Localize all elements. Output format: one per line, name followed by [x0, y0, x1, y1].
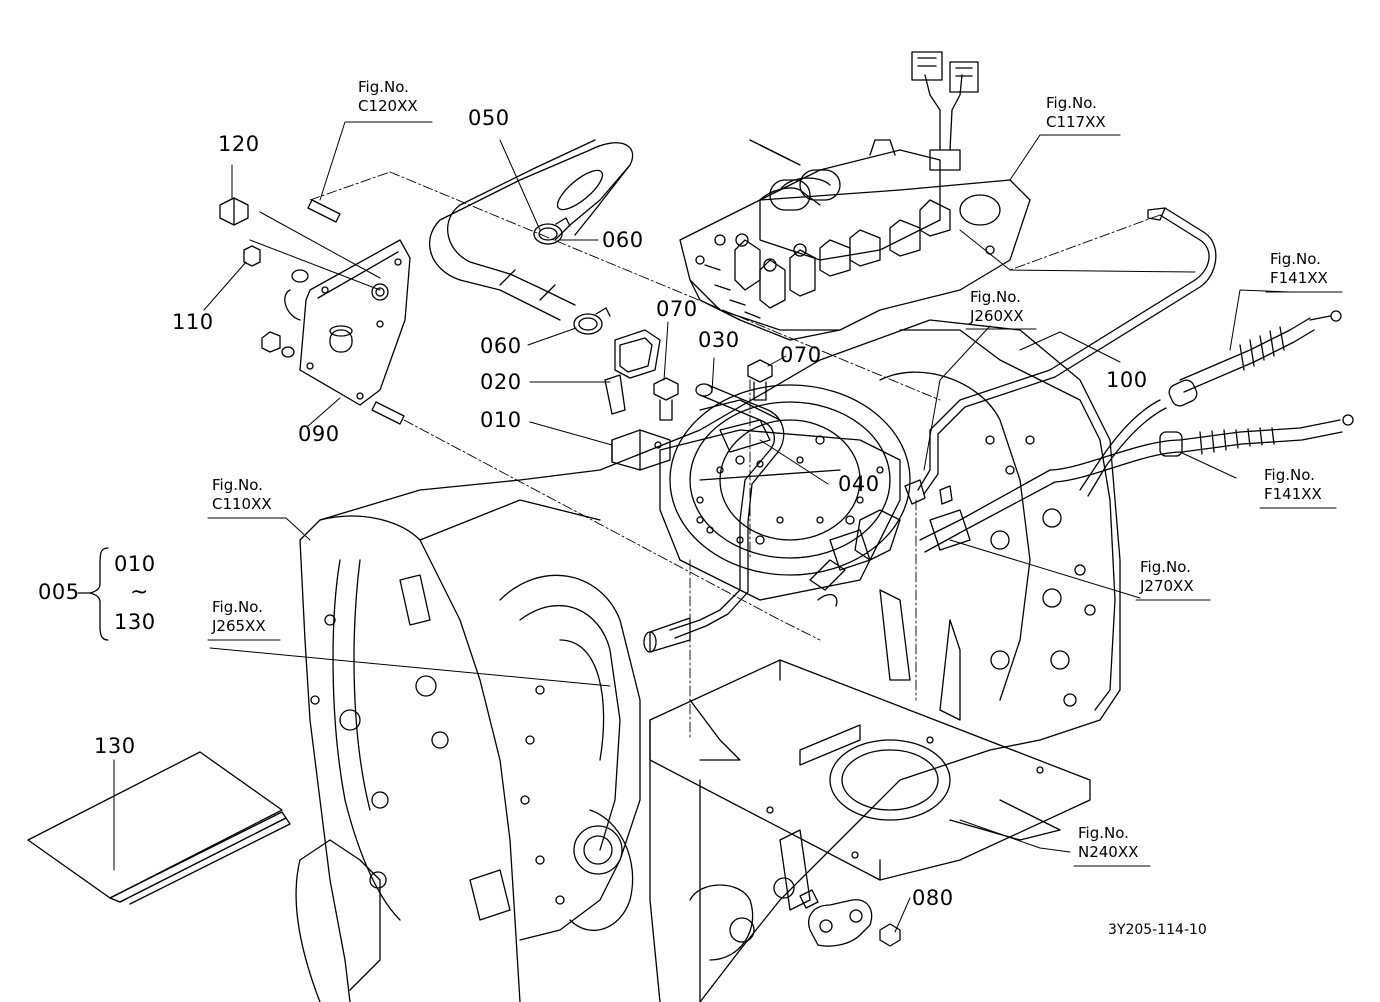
fig-ref-code: N240XX [1078, 842, 1139, 861]
nuts-090 [261, 199, 405, 425]
fig-ref-j270[interactable]: Fig.No. J270XX [1140, 558, 1194, 596]
cover-080 [799, 889, 901, 947]
fig-ref-label: Fig.No. [1046, 94, 1097, 112]
fig-ref-code: F141XX [1264, 484, 1322, 503]
bolt-070-left [653, 377, 679, 421]
fig-ref-label: Fig.No. [212, 476, 263, 494]
clamp-060-upper [533, 217, 571, 245]
fig-ref-label: Fig.No. [1078, 824, 1129, 842]
fig-ref-c117[interactable]: Fig.No. C117XX [1046, 94, 1106, 132]
assembly-brace [77, 547, 109, 641]
fig-ref-f141-lower[interactable]: Fig.No. F141XX [1264, 466, 1322, 504]
fig-ref-code: F141XX [1270, 268, 1328, 287]
part-label-090[interactable]: 090 [298, 422, 340, 446]
part-label-010[interactable]: 010 [480, 408, 522, 432]
wiring-harness [911, 51, 979, 171]
front-mount-plate [649, 659, 1091, 1002]
bracket-020 [604, 329, 661, 415]
part-label-060-lower[interactable]: 060 [480, 334, 522, 358]
plug-120 [219, 197, 249, 226]
bolt-070-right [747, 359, 773, 401]
housing-right-side [879, 329, 1116, 721]
phantom-lines [309, 171, 1161, 741]
fig-ref-c120[interactable]: Fig.No. C120XX [358, 78, 418, 116]
fitting-j270 [929, 485, 971, 551]
fig-ref-label: Fig.No. [970, 288, 1021, 306]
part-label-020[interactable]: 020 [480, 370, 522, 394]
fig-ref-code: J260XX [970, 306, 1024, 325]
fig-ref-n240[interactable]: Fig.No. N240XX [1078, 824, 1138, 862]
fig-underlines [207, 121, 1343, 867]
transmission-housing [295, 319, 1121, 1002]
fig-ref-label: Fig.No. [212, 598, 263, 616]
clamp-060-lower [573, 307, 611, 335]
fig-ref-c110[interactable]: Fig.No. C110XX [212, 476, 272, 514]
fig-ref-f141-upper[interactable]: Fig.No. F141XX [1270, 250, 1328, 288]
part-label-040[interactable]: 040 [838, 472, 880, 496]
top-cover-plate [659, 429, 901, 601]
fig-ref-label: Fig.No. [358, 78, 409, 96]
assembly-range-start: 010 [114, 552, 156, 576]
assembly-label-005[interactable]: 005 [38, 580, 80, 604]
part-label-120[interactable]: 120 [218, 132, 260, 156]
fig-ref-code: J265XX [212, 616, 266, 635]
hose-050 [429, 139, 634, 321]
part-label-030[interactable]: 030 [698, 328, 740, 352]
part-label-050[interactable]: 050 [468, 106, 510, 130]
fitting-j260 [809, 509, 901, 607]
drawing-code: 3Y205-114-10 [1108, 922, 1207, 938]
part-label-100[interactable]: 100 [1106, 368, 1148, 392]
bracket-010 [611, 429, 671, 471]
fig-ref-code: C117XX [1046, 112, 1106, 131]
fig-ref-label: Fig.No. [1270, 250, 1321, 268]
fig-ref-j265[interactable]: Fig.No. J265XX [212, 598, 266, 636]
leader-lines [113, 121, 1291, 933]
assembly-tilde: ~ [130, 580, 149, 605]
manual-130 [27, 751, 291, 905]
tube-100 [904, 207, 1217, 505]
part-label-130[interactable]: 130 [94, 734, 136, 758]
fig-ref-j260[interactable]: Fig.No. J260XX [970, 288, 1024, 326]
assembly-range-end: 130 [114, 610, 156, 634]
part-label-110[interactable]: 110 [172, 310, 214, 334]
cable-f141-lower [919, 414, 1354, 553]
part-label-070-right[interactable]: 070 [780, 343, 822, 367]
cover-plate-090 [284, 239, 411, 406]
fig-ref-label: Fig.No. [1140, 558, 1191, 576]
fig-ref-code: J270XX [1140, 576, 1194, 595]
part-label-080[interactable]: 080 [912, 886, 954, 910]
center-bore [669, 384, 911, 576]
fig-ref-label: Fig.No. [1264, 466, 1315, 484]
cable-f141-upper [1079, 310, 1342, 497]
part-label-060-upper[interactable]: 060 [602, 228, 644, 252]
fitting-040 [719, 419, 771, 453]
part-label-070-left[interactable]: 070 [656, 297, 698, 321]
fig-ref-code: C110XX [212, 494, 272, 513]
fig-ref-code: C120XX [358, 96, 418, 115]
fitting-110 [243, 245, 261, 267]
valve-block [679, 139, 1031, 341]
